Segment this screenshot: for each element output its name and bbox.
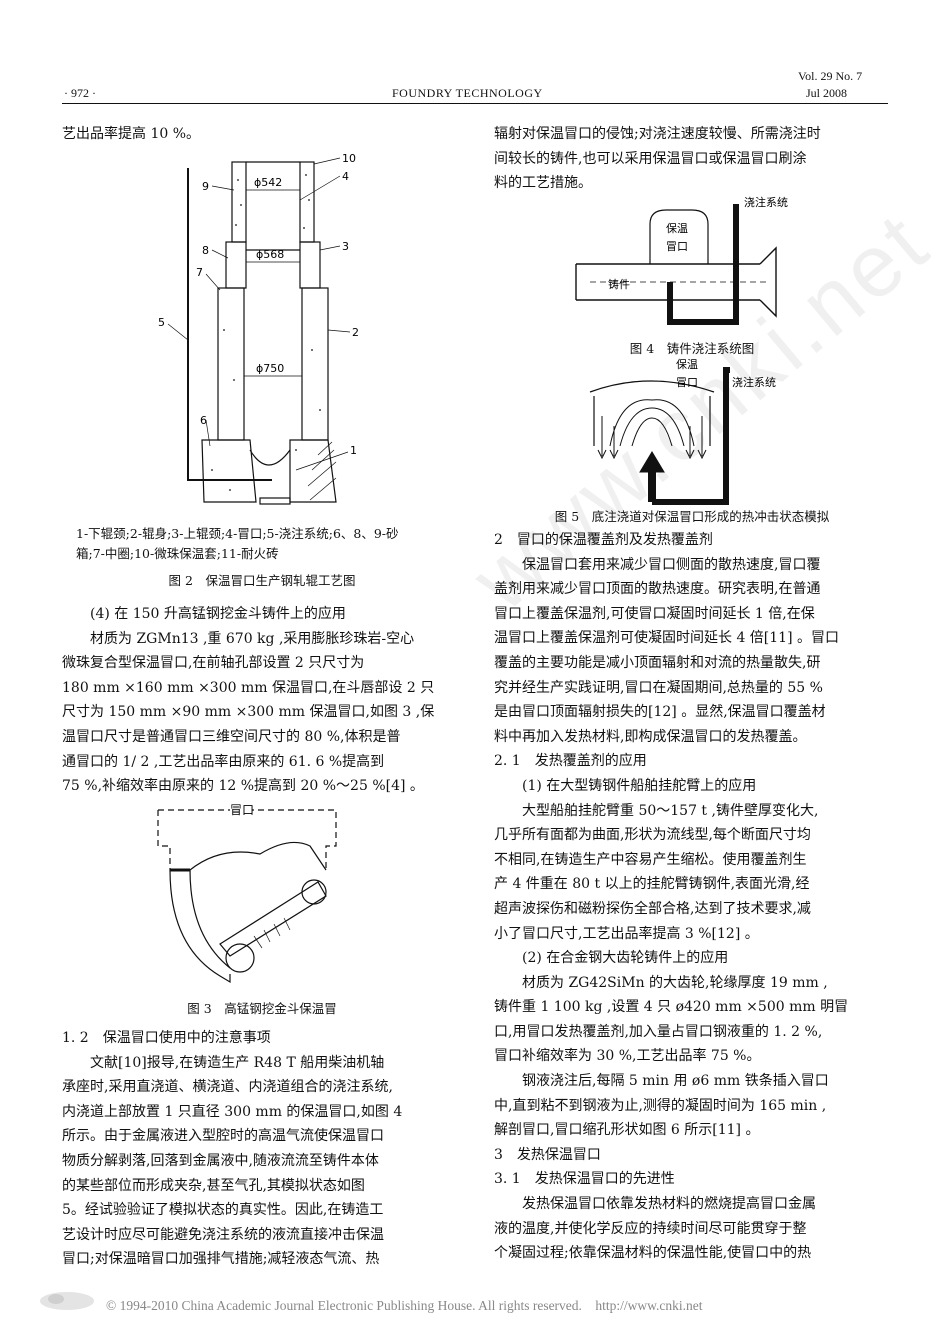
text-line: 内浇道上部放置 1 只直径 300 mm 的保温冒口,如图 4 bbox=[62, 1103, 403, 1120]
figure-4-gating-system: 浇注系统 保温 冒口 铸件 bbox=[575, 196, 788, 325]
text-line: 大型船舶挂舵臂重 50～157 t ,铸件壁厚变化大, bbox=[522, 802, 819, 819]
figure-2-roll-process: ϕ542 ϕ568 ϕ750 10 4 9 3 8 7 5 2 6 1 bbox=[158, 152, 359, 505]
left-top-text: 艺出品率提高 10 %。 bbox=[62, 122, 462, 147]
text-line: 艺设计时应尽可能避免浇注系统的液流直接冲击保温 bbox=[62, 1226, 384, 1243]
section-title: 2 冒口的保温覆盖剂及发热覆盖剂 bbox=[494, 532, 713, 548]
text-line: 180 mm ×160 mm ×300 mm 保温冒口,在斗唇部设 2 只 bbox=[62, 679, 435, 696]
fig4-pour-label: 浇注系统 bbox=[744, 196, 788, 209]
text-line: 5。经试验验证了模拟状态的真实性。因此,在铸造工 bbox=[62, 1202, 384, 1219]
section-title: 3 发热保温冒口 bbox=[494, 1146, 601, 1163]
text-line: 口,用冒口发热覆盖剂,加入量占冒口钢液重的 1. 2 %, bbox=[494, 1023, 823, 1040]
figure-5-thermal-impact: 保温 冒口 浇注系统 bbox=[589, 357, 776, 505]
figure-3-caption: 图 3 高锰钢挖金斗保温冒 bbox=[187, 1001, 337, 1016]
fig4-riser-label-2: 冒口 bbox=[666, 240, 688, 253]
figure-2-caption: 图 2 保温冒口生产钢轧辊工艺图 bbox=[168, 573, 356, 588]
part-label: 8 bbox=[202, 244, 209, 257]
riser-label: 冒口 bbox=[230, 803, 254, 817]
text-line: 解剖冒口,冒口缩孔形状如图 6 所示[11] 。 bbox=[494, 1122, 760, 1139]
subsection-title: (4) 在 150 升高锰钢挖金斗铸件上的应用 bbox=[90, 606, 346, 622]
dim-label: ϕ542 bbox=[254, 176, 282, 189]
text-line: 冒口上覆盖保温剂,可使冒口凝固时间延长 1 倍,在保 bbox=[494, 605, 815, 622]
text-line: 料中再加入发热材料,即构成保温冒口的发热覆盖。 bbox=[494, 728, 807, 745]
part-label: 9 bbox=[202, 180, 209, 193]
section-title: 3. 1 发热保温冒口的先进性 bbox=[494, 1171, 675, 1188]
fig5-pour-label: 浇注系统 bbox=[732, 375, 776, 389]
text-line: 间较长的铸件,也可以采用保温冒口或保温冒口刷涂 bbox=[494, 150, 807, 167]
text-line: 不相同,在铸造生产中容易产生缩松。使用覆盖剂生 bbox=[494, 851, 807, 868]
text-line: 辐射对保温冒口的侵蚀;对浇注速度较慢、所需浇注时 bbox=[494, 126, 821, 142]
text-line: 物质分解剥落,回落到金属液中,随液流流至铸件本体 bbox=[62, 1152, 379, 1169]
text-line: 超声波探伤和磁粉探伤全部合格,达到了技术要求,减 bbox=[494, 900, 811, 917]
header-rule bbox=[62, 103, 888, 104]
text-line: 发热保温冒口依靠发热材料的燃烧提高冒口金属 bbox=[522, 1196, 816, 1213]
dim-label: ϕ568 bbox=[256, 248, 284, 261]
text-line: 覆盖的主要功能是减小顶面辐射和对流的热量散失,研 bbox=[494, 654, 821, 671]
figure-4-caption: 图 4 铸件浇注系统图 bbox=[629, 341, 755, 356]
text-line: 材质为 ZG42SiMn 的大齿轮,轮缘厚度 19 mm , bbox=[522, 974, 828, 991]
text-line: 温冒口上覆盖保温剂可使凝固时间延长 4 倍[11] 。冒口 bbox=[494, 630, 839, 647]
text-line: 是由冒口顶面辐射损失的[12] 。显然,保温冒口覆盖材 bbox=[494, 704, 826, 721]
part-label: 3 bbox=[342, 240, 349, 253]
section-4: (4) 在 150 升高锰钢挖金斗铸件上的应用 材质为 ZGMn13 ,重 67… bbox=[62, 602, 462, 799]
text-line: 铸件重 1 100 kg ,设置 4 只 ø420 mm ×500 mm 明冒 bbox=[494, 999, 849, 1016]
text-line: 尺寸为 150 mm ×90 mm ×300 mm 保温冒口,如图 3 ,保 bbox=[62, 704, 435, 721]
copyright-footer: © 1994-2010 China Academic Journal Elect… bbox=[106, 1298, 703, 1313]
text-line: 盖剂用来减少冒口顶面的散热速度。研究表明,在普通 bbox=[494, 581, 821, 598]
publisher-logo bbox=[40, 1292, 94, 1310]
text-line: 所示。由于金属液进入型腔时的高温气流使保温冒口 bbox=[62, 1128, 384, 1145]
text-line: 液的温度,并使化学反应的持续时间尽可能贯穿于整 bbox=[494, 1220, 807, 1237]
text-line: 温冒口尺寸是普通冒口三维空间尺寸的 80 %,体积是普 bbox=[62, 728, 401, 745]
part-label: 10 bbox=[342, 152, 356, 165]
text-line: 通冒口的 1/ 2 ,工艺出品率由原来的 61. 6 %提高到 bbox=[62, 753, 385, 770]
section-title: 1. 2 保温冒口使用中的注意事项 bbox=[62, 1030, 271, 1046]
part-label: 7 bbox=[196, 266, 203, 279]
subsection-title: (1) 在大型铸钢件船舶挂舵臂上的应用 bbox=[522, 777, 757, 794]
text-line: 75 %,补缩效率由原来的 12 %提高到 20 %～25 %[4] 。 bbox=[62, 778, 424, 795]
dim-label: ϕ750 bbox=[256, 362, 284, 375]
text-line: 文献[10]报导,在铸造生产 R48 T 船用柴油机轴 bbox=[90, 1054, 385, 1071]
text-line: 微珠复合型保温冒口,在前轴孔部设置 2 只尺寸为 bbox=[62, 655, 365, 672]
text-line: 钢液浇注后,每隔 5 min 用 ø6 mm 铁条插入冒口 bbox=[522, 1073, 829, 1090]
text-line: 冒口补缩效率为 30 %,工艺出品率 75 %。 bbox=[494, 1048, 761, 1065]
part-label: 6 bbox=[200, 414, 207, 427]
text-line: 究并经生产实践证明,冒口在凝固期间,总热量的 55 % bbox=[494, 679, 823, 696]
text-line: 产 4 件重在 80 t 以上的挂舵臂铸钢件,表面光滑,经 bbox=[494, 876, 810, 893]
figure-5-caption: 图 5 底注浇道对保温冒口形成的热冲击状态模拟 bbox=[554, 509, 830, 524]
part-label: 1 bbox=[350, 444, 357, 457]
text-line: 几乎所有面都为曲面,形状为流线型,每个断面尺寸均 bbox=[494, 827, 811, 844]
fig5-riser-label-2: 冒口 bbox=[676, 376, 698, 389]
fig4-riser-label-1: 保温 bbox=[666, 221, 688, 235]
text-line: 保温冒口套用来减少冒口侧面的散热速度,冒口覆 bbox=[522, 556, 821, 573]
subsection-title: (2) 在合金钢大齿轮铸件上的应用 bbox=[522, 950, 729, 967]
journal-name: FOUNDRY TECHNOLOGY bbox=[392, 86, 543, 100]
section-1-2: 1. 2 保温冒口使用中的注意事项 文献[10]报导,在铸造生产 R48 T 船… bbox=[62, 1026, 462, 1272]
part-label: 4 bbox=[342, 170, 349, 183]
part-label: 2 bbox=[352, 326, 359, 339]
figure-2-legend: 1-下辊颈;2-辊身;3-上辊颈;4-冒口;5-浇注系统;6、8、9-砂 箱;7… bbox=[76, 524, 476, 564]
text-line: 材质为 ZGMn13 ,重 670 kg ,采用膨胀珍珠岩-空心 bbox=[90, 630, 415, 647]
text-line: 冒口;对保温暗冒口加强排气措施;减轻液态气流、热 bbox=[62, 1251, 380, 1268]
legend-line: 箱;7-中圈;10-微珠保温套;11-耐火砖 bbox=[76, 546, 279, 561]
page-number: · 972 · bbox=[64, 86, 96, 100]
paragraph: 艺出品率提高 10 %。 bbox=[62, 126, 201, 142]
issue-date: Jul 2008 bbox=[806, 86, 848, 100]
text-line: 承座时,采用直浇道、横浇道、内浇道组合的浇注系统, bbox=[62, 1079, 393, 1096]
text-line: 中,直到粘不到钢液为止,测得的凝固时间为 165 min , bbox=[494, 1097, 827, 1114]
right-top-text: 辐射对保温冒口的侵蚀;对浇注速度较慢、所需浇注时 间较长的铸件,也可以采用保温冒… bbox=[494, 122, 890, 196]
fig5-riser-label-1: 保温 bbox=[676, 357, 698, 371]
right-body: 2 冒口的保温覆盖剂及发热覆盖剂 保温冒口套用来减少冒口侧面的散热速度,冒口覆 … bbox=[494, 528, 890, 1266]
legend-line: 1-下辊颈;2-辊身;3-上辊颈;4-冒口;5-浇注系统;6、8、9-砂 bbox=[76, 526, 399, 541]
fig4-casting-label: 铸件 bbox=[608, 277, 630, 291]
figure-3-bucket: 冒口 bbox=[157, 802, 337, 984]
part-label: 5 bbox=[158, 316, 165, 329]
text-line: 的某些部位而形成夹杂,甚至气孔,其模拟状态如图 bbox=[62, 1177, 365, 1194]
text-line: 小了冒口尺寸,工艺出品率提高 3 %[12] 。 bbox=[494, 925, 759, 942]
volume-info: Vol. 29 No. 7 bbox=[798, 69, 863, 83]
text-line: 个凝固过程;依靠保温材料的保温性能,使冒口中的热 bbox=[494, 1245, 812, 1262]
text-line: 料的工艺措施。 bbox=[494, 175, 592, 192]
section-title: 2. 1 发热覆盖剂的应用 bbox=[494, 753, 647, 770]
